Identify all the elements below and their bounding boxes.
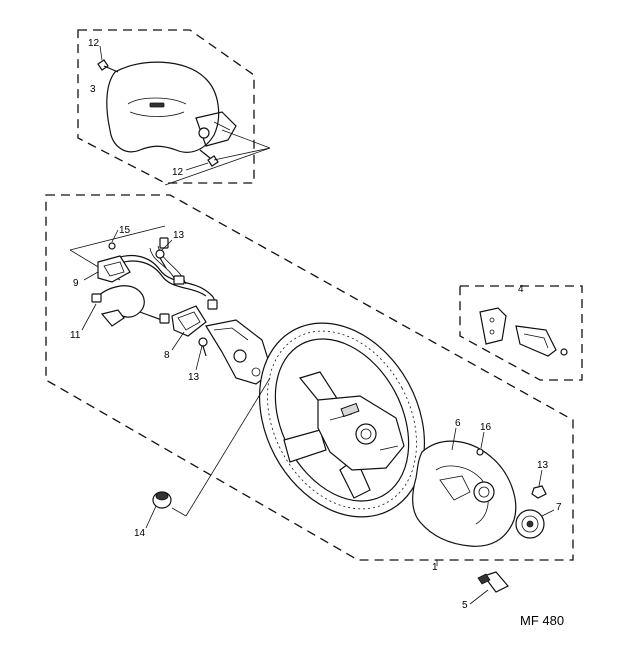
airbag-module-group: 12 3 12 (77, 29, 271, 186)
harness-screw (155, 249, 167, 269)
control-switch-right (171, 305, 207, 337)
switch-screw (108, 242, 116, 250)
callout-15: 15 (119, 225, 131, 236)
control-switch-left (97, 255, 131, 283)
steering-wheel-group: 1 (45, 194, 574, 573)
steering-wheel-washer: 7 (515, 502, 562, 539)
connector-plug: 5 (462, 571, 509, 611)
switch-wiring-assembly: 15 13 9 11 8 13 (69, 225, 273, 385)
callout-3: 3 (90, 84, 96, 95)
callout-16: 16 (480, 422, 492, 433)
steering-wheel-back-cover: 6 (412, 418, 517, 547)
callout-1: 1 (432, 562, 438, 573)
callout-9: 9 (73, 278, 79, 289)
callout-14: 14 (134, 528, 146, 539)
callout-12-upper: 12 (88, 38, 100, 49)
back-cover-screw: 16 (476, 422, 492, 456)
airbag-group-boundary (77, 29, 255, 184)
clip-plate (515, 325, 557, 357)
callout-13-upper: 13 (173, 230, 185, 241)
mounting-bracket (479, 307, 507, 345)
callout-12-lower: 12 (172, 167, 184, 178)
steering-wheel-spoke-left (283, 429, 327, 463)
bracket-group: 4 (459, 284, 583, 381)
callout-11: 11 (70, 330, 81, 341)
airbag-bolt-lower (199, 149, 219, 167)
steering-wheel-group-boundary (45, 194, 574, 561)
callout-6: 6 (455, 418, 461, 429)
callout-5: 5 (462, 600, 468, 611)
callout-13-right: 13 (537, 460, 549, 471)
steering-wheel-nut: 13 (531, 460, 549, 499)
callout-4: 4 (518, 284, 524, 295)
switch-mount-screw (198, 337, 208, 357)
wiring-loop (95, 285, 145, 318)
callout-8: 8 (164, 350, 170, 361)
airbag-bolt-upper (97, 59, 119, 73)
callout-7: 7 (556, 502, 562, 513)
callout-13-lower: 13 (188, 372, 200, 383)
steering-wheel (258, 322, 426, 518)
figure-reference: MF 480 (520, 613, 564, 628)
back-cover-shell (412, 440, 517, 547)
rotary-coupler: 14 (134, 377, 271, 539)
